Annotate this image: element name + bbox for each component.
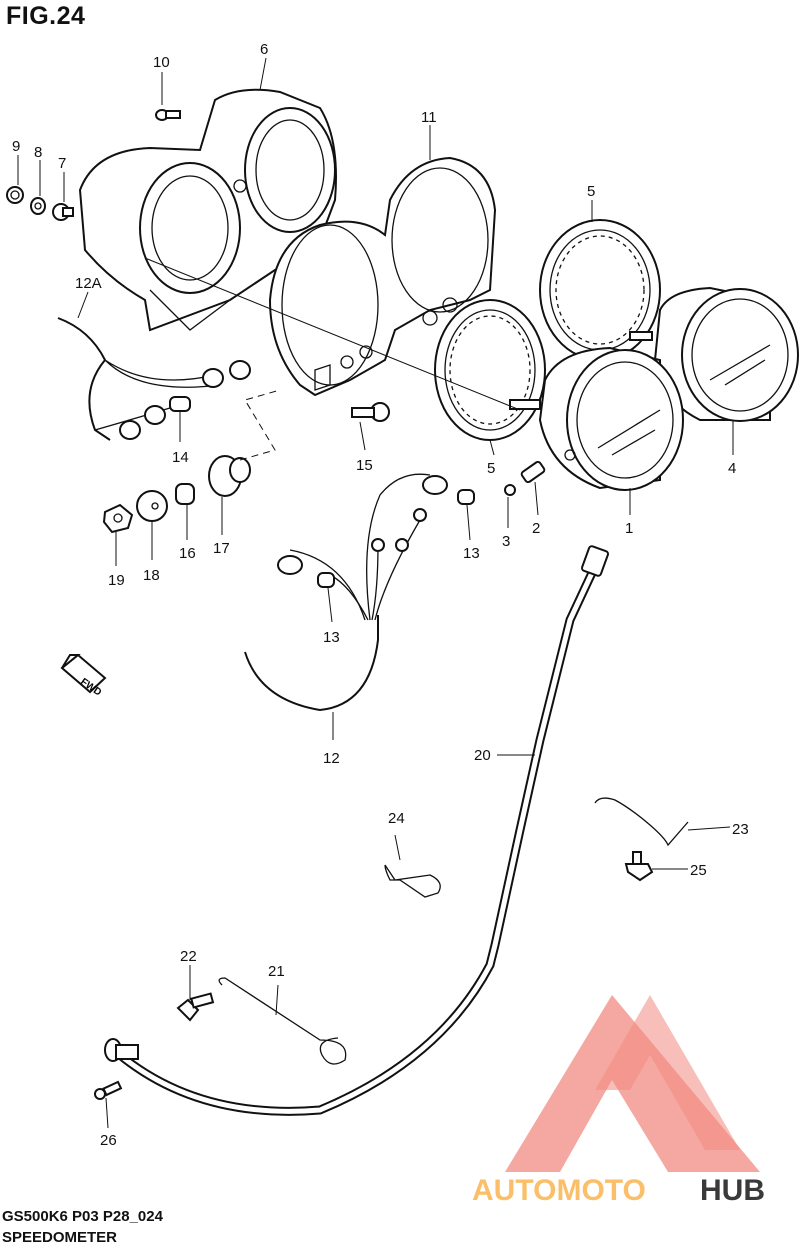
part-4-tachometer [629,286,799,422]
part-2-bulb [520,460,546,484]
part-10-screw [155,109,181,121]
part-17-grommet [208,455,251,497]
callout-labels: 10 6 9 8 7 11 5 12A 14 4 1 2 3 5 15 13 1… [12,41,749,1149]
callout-4: 4 [728,460,736,477]
callout-20: 20 [474,747,491,764]
part-23-clamp [594,797,689,847]
watermark-text-hub: HUB [700,1174,765,1207]
part-22-bolt [176,992,215,1022]
callout-7: 7 [58,155,66,172]
section-name: SPEEDOMETER [2,1229,118,1246]
part-6-case-cover [78,88,337,332]
part-26-screw [94,1080,123,1100]
callout-12: 12 [323,750,340,767]
callout-22: 22 [180,948,197,965]
part-15-screw [351,402,390,422]
callout-15: 15 [356,457,373,474]
callout-3: 3 [502,533,510,550]
part-21-clamp [218,977,347,1065]
callout-26: 26 [100,1132,117,1149]
watermark-text-auto: AUTOMOTO [472,1174,646,1207]
part-12-harness [244,473,475,712]
part-5-ring-lower [434,299,546,441]
part-3-screw [504,484,516,496]
part-1-speedometer [509,346,684,491]
callout-12a: 12A [75,275,102,292]
watermark-logo: AUTOMOTO HUB [472,995,765,1207]
callout-19: 19 [108,572,125,589]
part-19-nut [102,503,134,534]
part-12a-harness [57,317,251,441]
callout-9: 9 [12,138,20,155]
part-20-speedometer-cable [104,545,609,1116]
part-11-bracket [268,156,497,397]
callout-14: 14 [172,449,189,466]
part-5-ring-upper [539,219,661,361]
assembly-dashed-line [239,389,281,461]
callout-17: 17 [213,540,230,557]
leader-lines [17,57,734,1129]
callout-21: 21 [268,963,285,980]
callout-13-left: 13 [323,629,340,646]
forward-direction-arrow: FWD [60,653,107,699]
assembly-axis-line [144,257,521,411]
parts-7-8-9-grommets [6,186,74,221]
callout-1: 1 [625,520,633,537]
callout-10: 10 [153,54,170,71]
model-code: GS500K6 P03 P28_024 [2,1208,163,1225]
callout-6: 6 [260,41,268,58]
callout-25: 25 [690,862,707,879]
part-18-washer [136,490,168,522]
part-24-clip [384,864,441,898]
callout-13-right: 13 [463,545,480,562]
part-16-collar [175,483,195,505]
callout-2: 2 [532,520,540,537]
callout-16: 16 [179,545,196,562]
part-25-bolt [624,851,654,882]
callout-5-upper: 5 [587,183,595,200]
figure-title: FIG.24 [6,2,86,30]
callout-24: 24 [388,810,405,827]
callout-11: 11 [421,109,437,126]
callout-5-lower: 5 [487,460,495,477]
callout-8: 8 [34,144,42,161]
callout-18: 18 [143,567,160,584]
callout-23: 23 [732,821,749,838]
